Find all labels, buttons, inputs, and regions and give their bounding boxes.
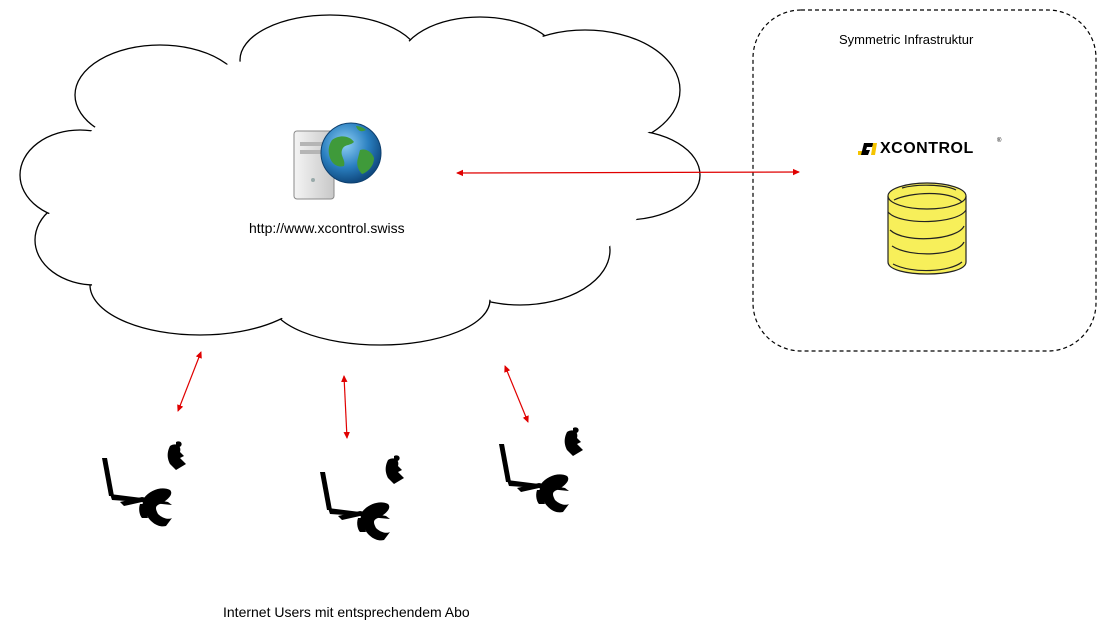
cloud-infrastructure-link — [456, 168, 800, 177]
user-link-middle — [341, 375, 350, 439]
cloud-url-label: http://www.xcontrol.swiss — [249, 220, 405, 236]
users-caption: Internet Users mit entsprechendem Abo — [223, 604, 470, 620]
user-at-computer-icon — [320, 455, 404, 541]
xcontrol-logo-icon — [858, 143, 877, 155]
infrastructure-box — [752, 9, 1097, 352]
infrastructure-title: Symmetric Infrastruktur — [839, 32, 974, 47]
user-link-left — [177, 351, 202, 412]
user-at-computer-icon — [499, 427, 583, 513]
database-icon — [887, 182, 967, 275]
server-globe-icon — [293, 122, 382, 200]
user-at-computer-icon — [102, 441, 186, 527]
user-link-right — [504, 365, 529, 423]
xcontrol-logo-text: XCONTROL — [880, 140, 974, 157]
registered-mark: ® — [997, 138, 1002, 144]
connectors — [177, 168, 800, 439]
